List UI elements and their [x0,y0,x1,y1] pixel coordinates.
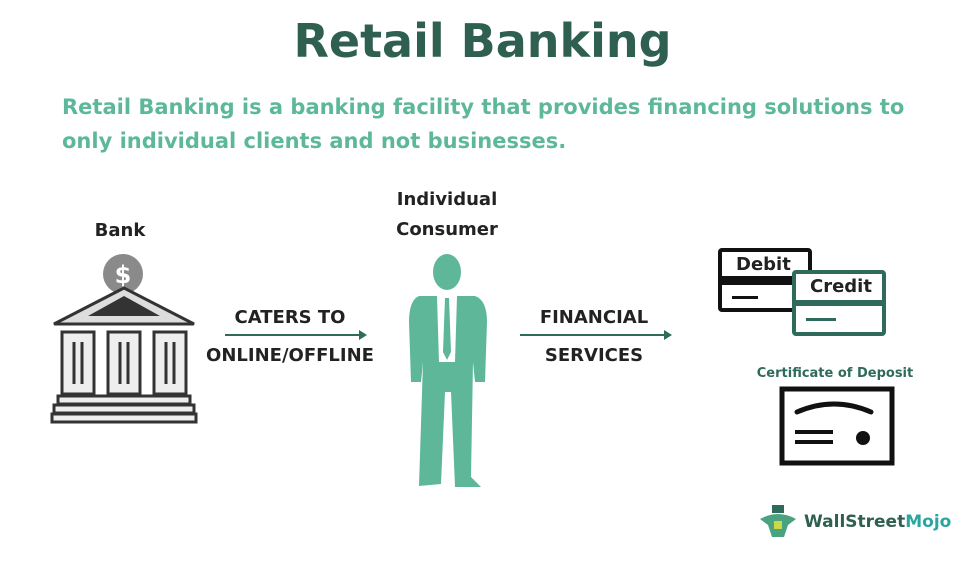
debit-label: Debit [736,254,791,275]
subtitle-line-2: only individual clients and not business… [62,129,567,153]
logo-text-a: WallStreet [804,512,906,532]
bank-icon: $ [50,254,198,424]
online-offline-label: ONLINE/OFFLINE [206,345,374,366]
consumer-label-line-2: Consumer [396,219,498,240]
bank-label: Bank [94,220,146,241]
arrow-right-icon [225,330,367,340]
page-title: Retail Banking [293,14,672,68]
subtitle-line-1: Retail Banking is a banking facility tha… [62,95,905,119]
financial-label: FINANCIAL [539,307,649,328]
certificate-icon [779,386,895,466]
caters-to-label: CATERS TO [234,307,346,328]
arrow-right-icon [520,330,672,340]
credit-label: Credit [810,276,872,297]
consumer-label-line-1: Individual [396,189,498,210]
services-label: SERVICES [544,345,644,366]
dollar-icon: $ [115,261,132,289]
logo-icon [760,505,796,537]
certificate-label: Certificate of Deposit [756,366,914,381]
credit-card-icon: Credit [792,270,886,336]
person-icon [409,254,487,487]
logo-text-b: Mojo [905,512,952,532]
